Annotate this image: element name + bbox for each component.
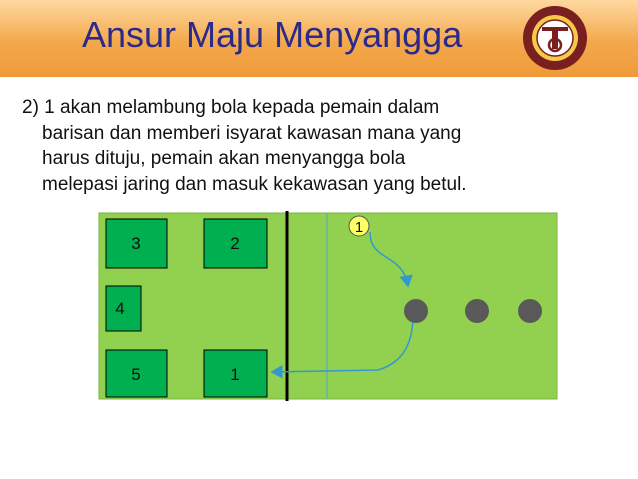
position-label-4: 4 xyxy=(115,299,124,318)
position-label-2: 2 xyxy=(230,234,239,253)
position-label-1: 1 xyxy=(230,365,239,384)
position-box-5 xyxy=(105,349,168,398)
feeder-label: 1 xyxy=(355,219,363,236)
instruction-text: 2) 1 akan melambung bola kepada pemain d… xyxy=(22,95,622,197)
position-box-2 xyxy=(203,218,268,269)
instruction-line: 2) 1 akan melambung bola kepada pemain d… xyxy=(22,97,440,118)
lob-arrow xyxy=(369,231,413,288)
feeder-marker xyxy=(348,215,370,237)
position-box-1 xyxy=(203,349,268,398)
university-seal-icon xyxy=(523,6,587,70)
instruction-line: barisan dan memberi isyarat kawasan mana… xyxy=(42,122,462,144)
position-label-5: 5 xyxy=(131,365,140,384)
position-box-3 xyxy=(105,218,168,269)
instruction-line: harus dituju, pemain akan menyangga bola xyxy=(42,148,406,169)
position-label-3: 3 xyxy=(131,234,140,253)
slide-title: Ansur Maju Menyangga xyxy=(82,14,463,55)
player-dot xyxy=(518,299,542,323)
position-box-4 xyxy=(105,285,142,332)
instruction-line: melepasi jaring dan masuk kekawasan yang… xyxy=(42,173,467,195)
player-dot xyxy=(404,299,428,323)
player-dot xyxy=(465,299,489,323)
set-arrow xyxy=(270,317,414,379)
